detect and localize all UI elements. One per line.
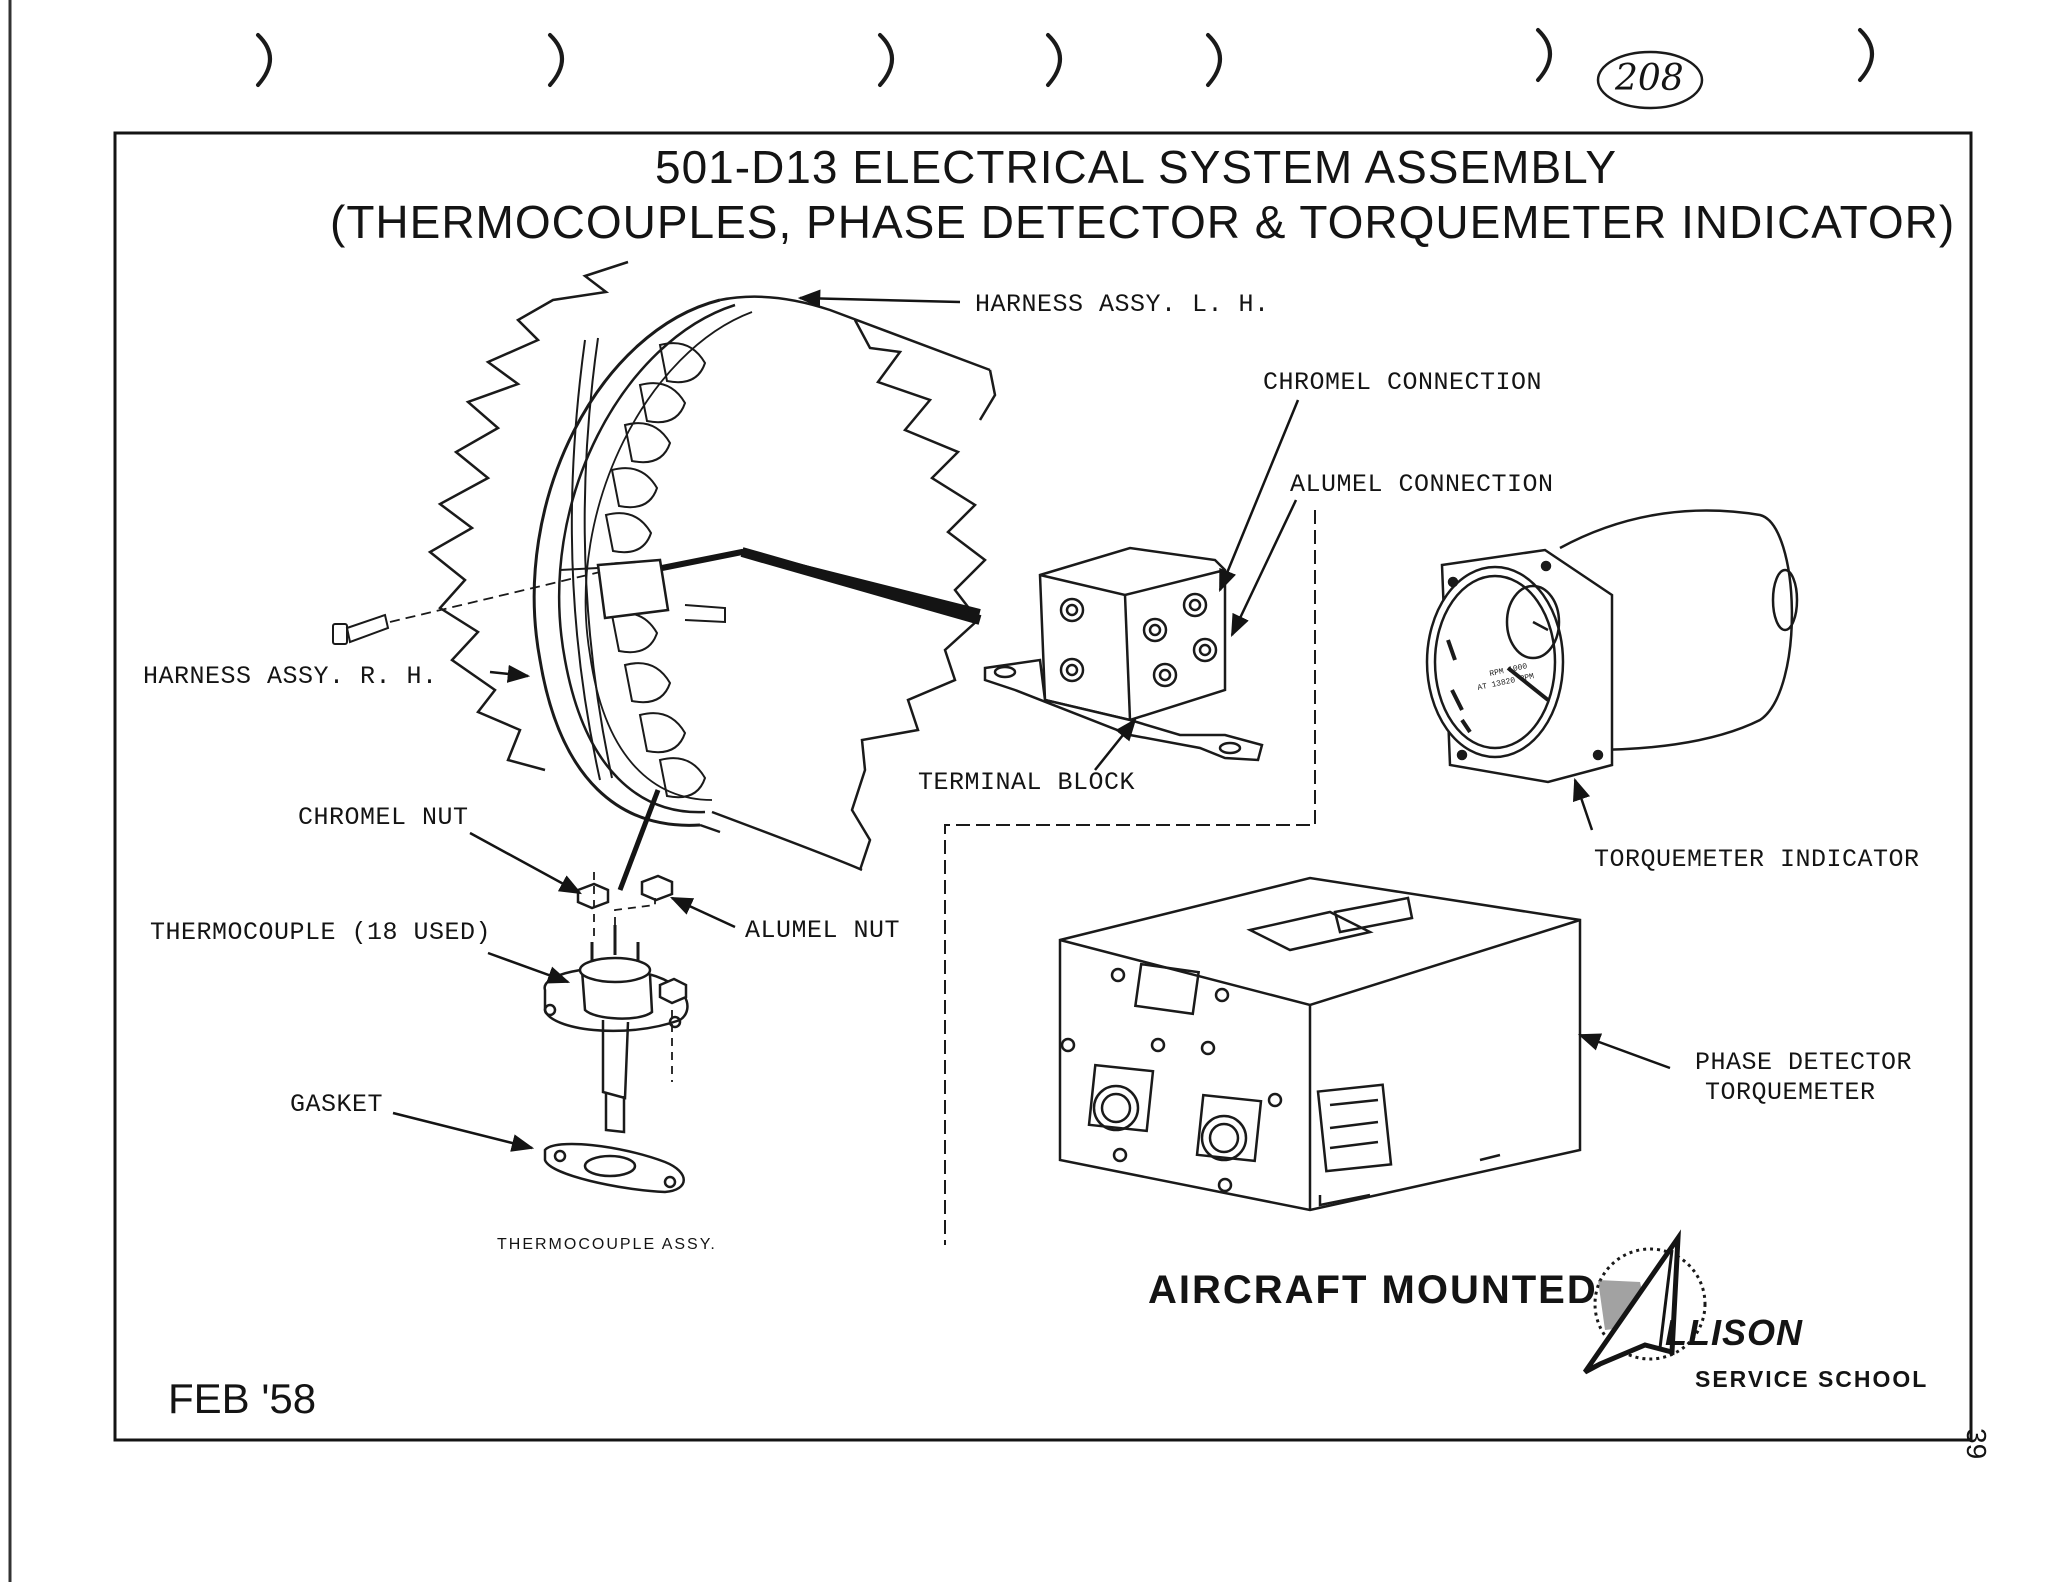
allison-logo-graphic <box>1582 1229 1707 1375</box>
label-alumel-connection: ALUMEL CONNECTION <box>1290 470 1554 499</box>
binder-holes <box>256 28 1874 87</box>
logo-brand: LLISON <box>1665 1312 1803 1353</box>
aircraft-mounted-caption: AIRCRAFT MOUNTED <box>1148 1268 1598 1312</box>
aircraft-mounted-divider <box>944 510 1316 1245</box>
title-line-2: (THERMOCOUPLES, PHASE DETECTOR & TORQUEM… <box>330 196 1956 248</box>
page-number-circle <box>1596 50 1704 110</box>
label-harness-rh: HARNESS ASSY. R. H. <box>143 662 438 691</box>
label-harness-lh: HARNESS ASSY. L. H. <box>975 290 1270 319</box>
label-thermocouple: THERMOCOUPLE (18 USED) <box>150 918 492 947</box>
label-torquemeter-indicator: TORQUEMETER INDICATOR <box>1594 845 1920 874</box>
thermocouple-lead <box>617 789 661 891</box>
phase-detector-box <box>1058 876 1582 1212</box>
label-terminal-block: TERMINAL BLOCK <box>918 768 1136 797</box>
date-stamp: FEB '58 <box>168 1375 317 1422</box>
leader-arrows <box>392 289 1671 1152</box>
engine-ring <box>427 260 997 872</box>
label-phase-detector-line1: PHASE DETECTOR <box>1695 1048 1913 1077</box>
label-chromel-connection: CHROMEL CONNECTION <box>1263 368 1543 397</box>
side-page-number: 39 <box>1961 1428 1992 1460</box>
label-chromel-nut: CHROMEL NUT <box>298 803 469 832</box>
main-frame <box>113 131 1973 1442</box>
handwritten-page-number: 208 <box>1615 58 1684 99</box>
torquemeter-gauge <box>1425 509 1799 784</box>
label-alumel-nut: ALUMEL NUT <box>745 916 901 945</box>
logo-letter: A <box>1608 1296 1609 1297</box>
label-phase-detector-line2: TORQUEMETER <box>1705 1078 1876 1107</box>
label-thermocouple-assy: THERMOCOUPLE ASSY. <box>497 1236 717 1253</box>
thermocouple-exploded <box>543 874 689 1194</box>
label-gasket: GASKET <box>290 1090 384 1119</box>
logo-school: SERVICE SCHOOL <box>1695 1366 1929 1392</box>
title-line-1: 501-D13 ELECTRICAL SYSTEM ASSEMBLY <box>655 141 1618 193</box>
terminal-block <box>983 546 1264 762</box>
bolt <box>332 613 390 645</box>
